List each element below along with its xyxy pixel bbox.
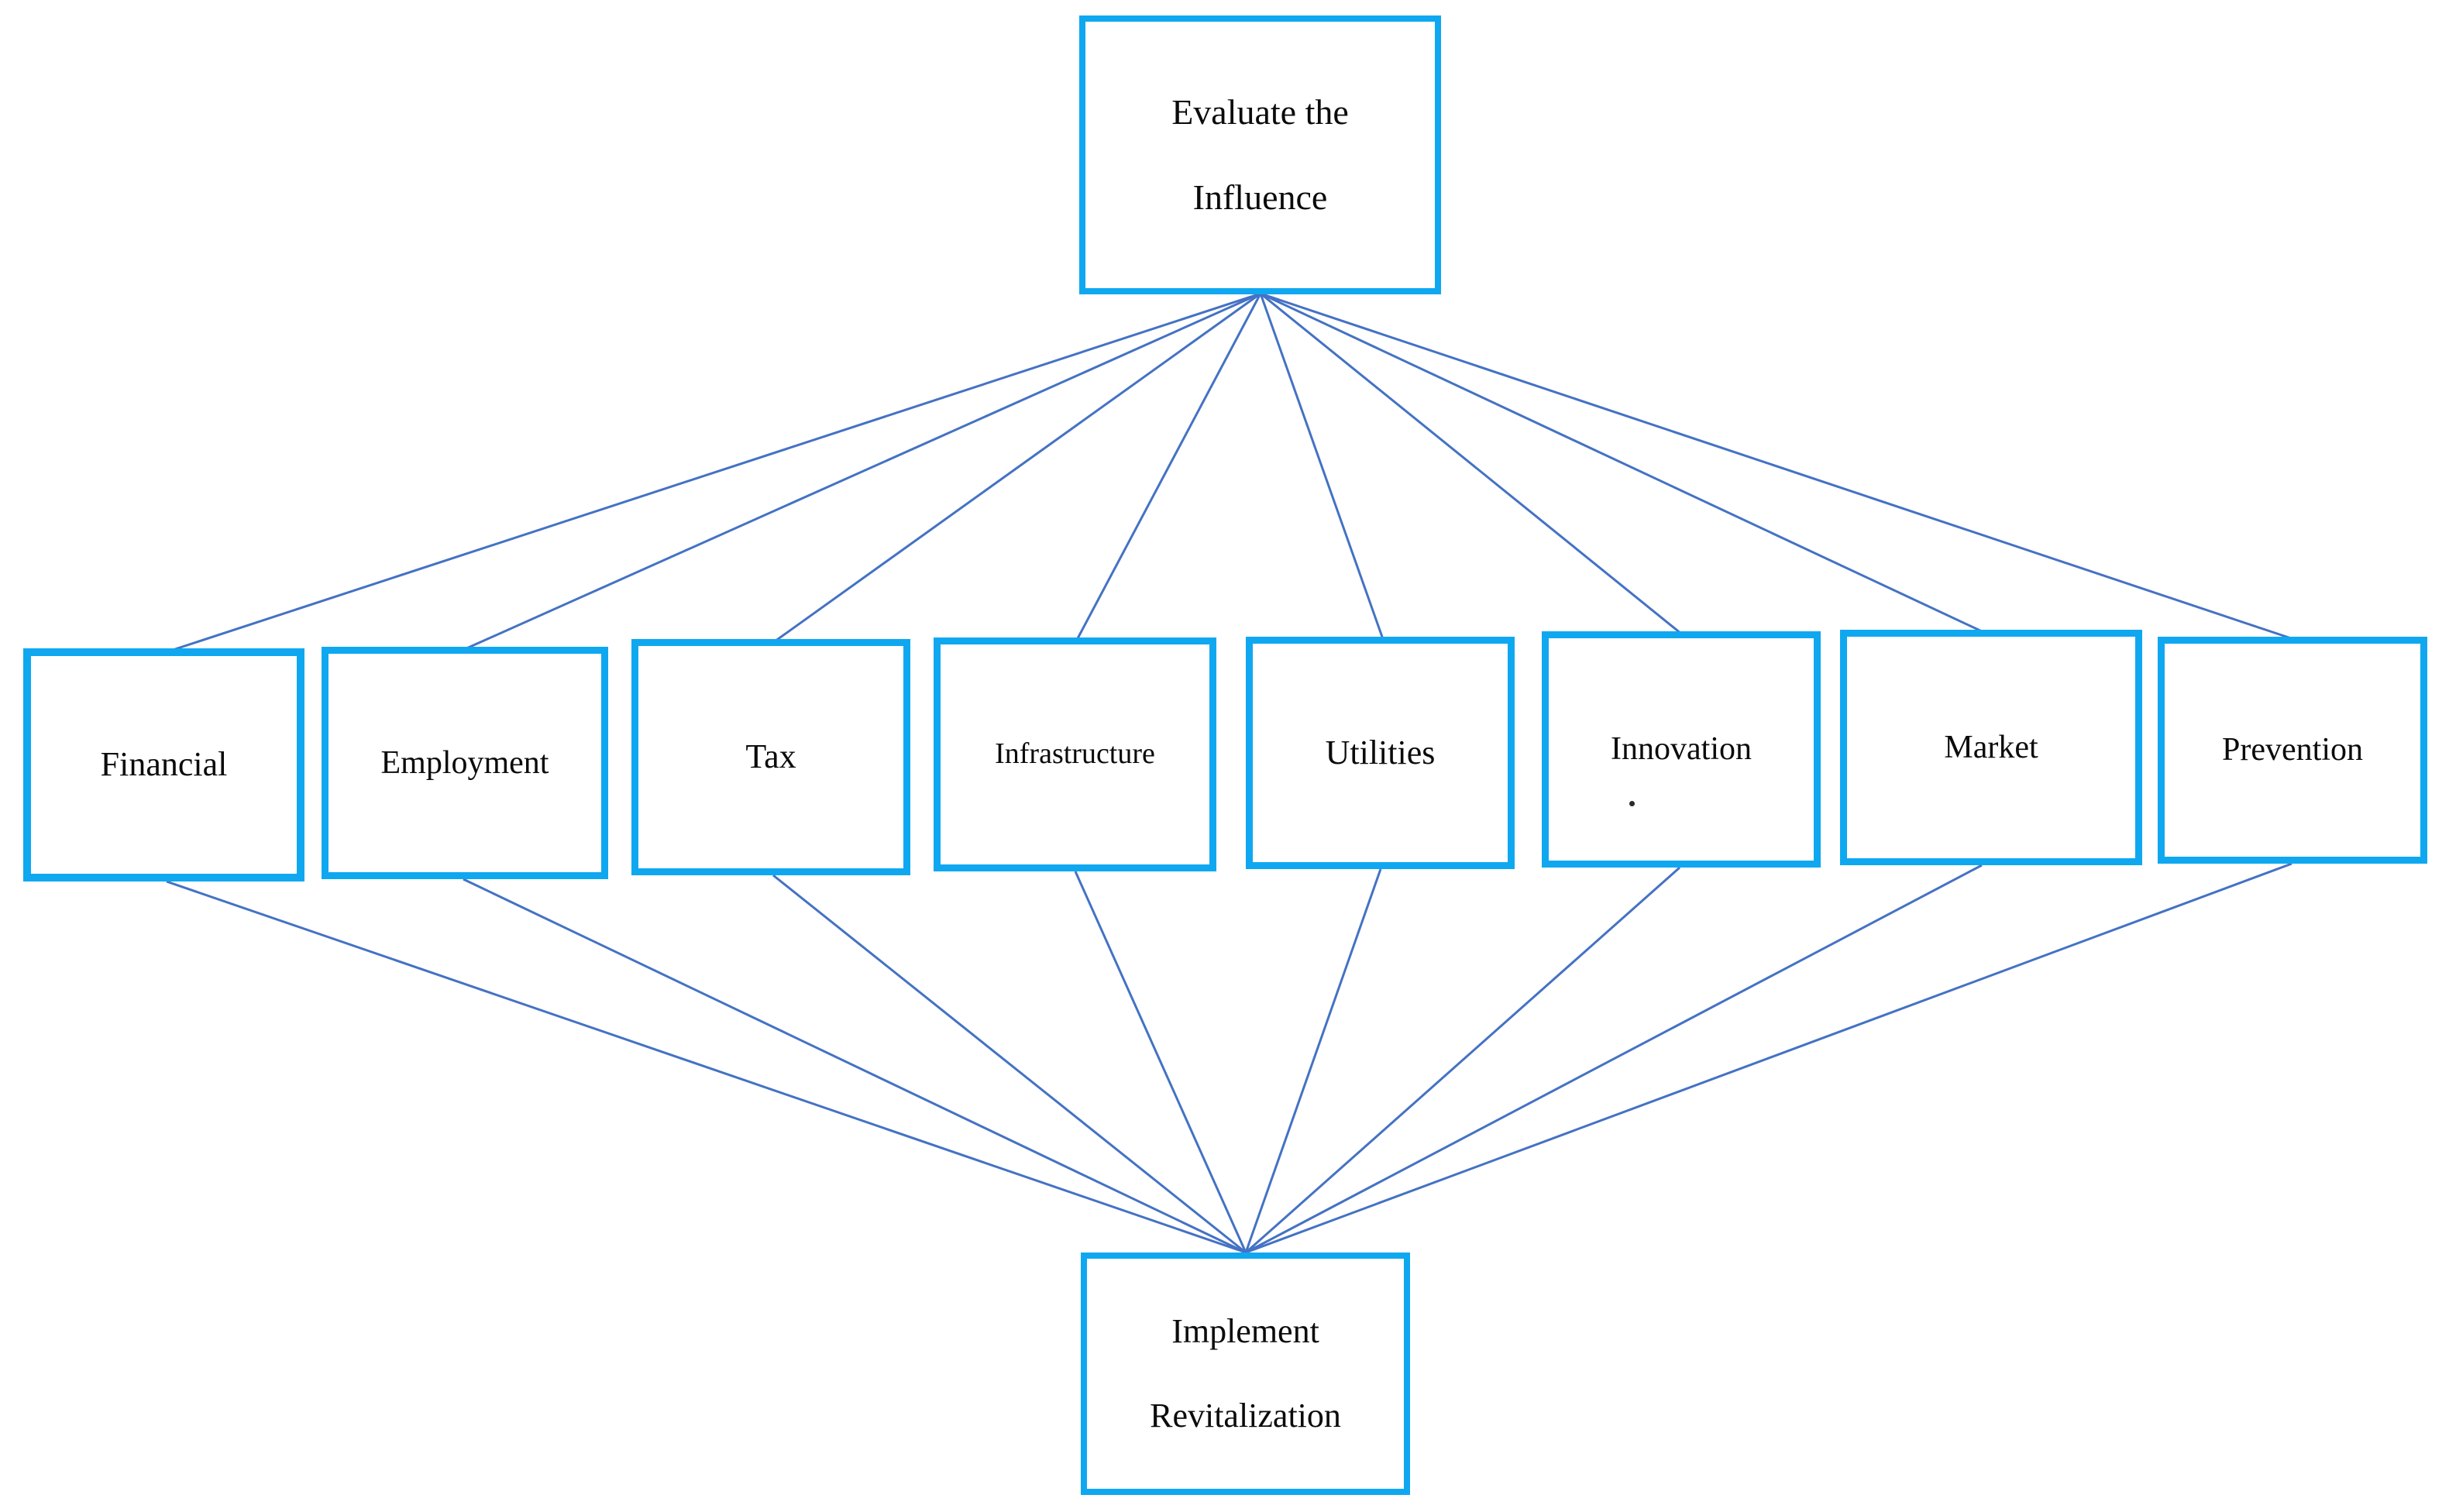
node-market[interactable]: Market bbox=[1840, 630, 2142, 865]
node-utilities[interactable]: Utilities bbox=[1246, 637, 1515, 869]
node-tax[interactable]: Tax bbox=[631, 639, 910, 875]
connector-root-to-market bbox=[1260, 292, 1984, 634]
connector-market-to-goal bbox=[1245, 864, 1983, 1254]
connector-infrastructure-to-goal bbox=[1074, 871, 1247, 1253]
node-label-line-2: Revitalization bbox=[1150, 1396, 1341, 1435]
connector-root-to-utilities bbox=[1259, 293, 1384, 640]
node-employment[interactable]: Employment bbox=[322, 647, 608, 879]
connector-innovation-to-goal bbox=[1245, 866, 1680, 1254]
node-label: Utilities bbox=[1325, 733, 1436, 771]
connector-root-to-innovation bbox=[1260, 292, 1682, 635]
top-connector-group bbox=[170, 292, 2294, 652]
node-label-line-1: Implement bbox=[1171, 1312, 1319, 1351]
node-financial[interactable]: Financial bbox=[23, 648, 304, 881]
connector-root-to-financial bbox=[170, 292, 1261, 652]
node-implement-revitalization[interactable]: Implement Revitalization bbox=[1081, 1253, 1410, 1495]
node-label-line-1: Evaluate the bbox=[1171, 91, 1349, 132]
connector-root-to-employment bbox=[464, 292, 1261, 651]
node-label: Financial bbox=[100, 745, 228, 784]
node-label: Employment bbox=[380, 744, 549, 781]
node-evaluate-influence[interactable]: Evaluate the Influence bbox=[1079, 15, 1441, 294]
connector-root-to-tax bbox=[774, 292, 1261, 643]
node-label-line-2: Influence bbox=[1192, 177, 1328, 217]
node-label: Market bbox=[1944, 729, 2038, 765]
connector-prevention-to-goal bbox=[1245, 862, 2292, 1254]
bottom-connector-group bbox=[166, 862, 2292, 1254]
node-innovation[interactable]: Innovation bbox=[1542, 631, 1821, 868]
connector-employment-to-goal bbox=[463, 878, 1247, 1254]
node-label: Innovation bbox=[1611, 731, 1752, 768]
connector-tax-to-goal bbox=[772, 874, 1247, 1254]
connector-financial-to-goal bbox=[166, 880, 1247, 1254]
node-label: Tax bbox=[745, 737, 796, 776]
stray-dot-marker bbox=[1629, 801, 1635, 806]
node-label: Infrastructure bbox=[995, 737, 1155, 771]
connector-root-to-prevention bbox=[1260, 292, 2294, 641]
connector-utilities-to-goal bbox=[1244, 868, 1382, 1253]
connector-root-to-infrastructure bbox=[1075, 293, 1262, 641]
node-prevention[interactable]: Prevention bbox=[2158, 637, 2427, 864]
node-infrastructure[interactable]: Infrastructure bbox=[934, 637, 1216, 871]
node-label: Prevention bbox=[2222, 732, 2363, 768]
